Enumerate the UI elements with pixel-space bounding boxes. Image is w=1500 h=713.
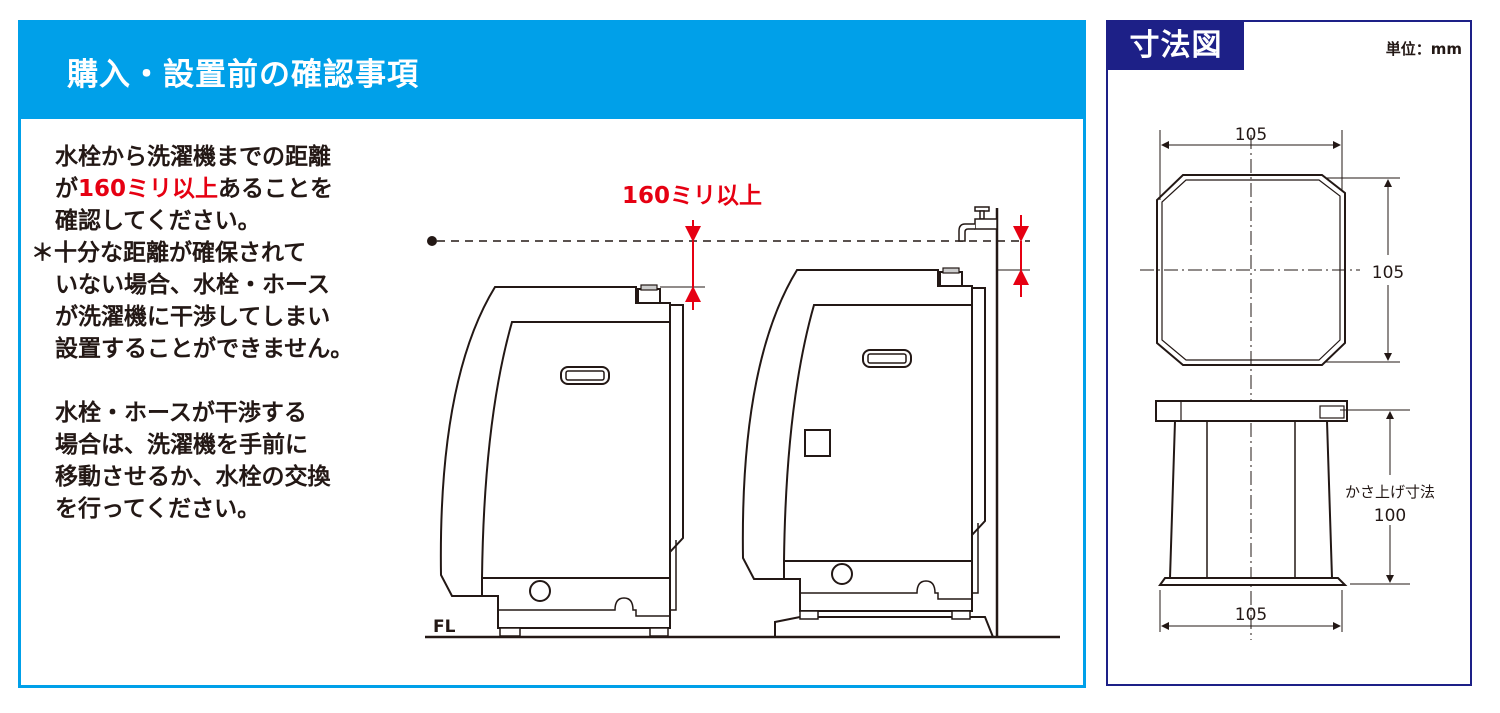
control-box <box>804 429 831 457</box>
stand-side-view <box>1155 400 1348 586</box>
faucet-icon <box>958 206 998 242</box>
text-line: 水栓・ホースが干渉する <box>55 400 307 426</box>
text-line: いない場合、水栓・ホース <box>55 272 330 298</box>
dimension-title: 寸法図 <box>1108 22 1244 70</box>
floor-label: FL <box>433 617 456 637</box>
instructions-text: 水栓から洗濯機までの距離 が160ミリ以上あることを 確認してください。 ＊十分… <box>31 141 354 557</box>
pre-install-checklist-panel: 購入・設置前の確認事項 水栓から洗濯機までの距離 が160ミリ以上あることを 確… <box>18 20 1086 688</box>
text-line: 確認してください。 <box>55 208 261 234</box>
washer-foot <box>799 610 819 620</box>
dimension-panel: 寸法図 単位：mm <box>1106 20 1472 686</box>
washer-foot <box>499 627 521 637</box>
text-line: 移動させるか、水栓の交換 <box>55 464 331 490</box>
text-line: を行ってください。 <box>55 496 261 522</box>
washer-foot <box>649 627 669 637</box>
bottom-width-value: 105 <box>1235 605 1267 625</box>
unit-label: 単位：mm <box>1385 40 1462 58</box>
clearance-paragraph: 水栓から洗濯機までの距離 が160ミリ以上あることを 確認してください。 ＊十分… <box>31 141 354 365</box>
text-fragment: あることを <box>218 176 334 202</box>
washer-on-stand <box>741 267 986 612</box>
text-line: が洗濯機に干渉してしまい <box>55 304 331 330</box>
washer-foot <box>951 610 971 620</box>
panel-header: 購入・設置前の確認事項 <box>21 23 1083 119</box>
interference-paragraph: 水栓・ホースが干渉する 場合は、洗濯機を手前に 移動させるか、水栓の交換 を行っ… <box>51 397 353 525</box>
panel-title: 購入・設置前の確認事項 <box>67 57 419 93</box>
clearance-label: 160ミリ以上 <box>622 183 762 209</box>
washer-on-floor <box>439 284 684 629</box>
text-line: 場合は、洗濯機を手前に <box>55 432 308 458</box>
text-line: が160ミリ以上あることを <box>51 173 353 205</box>
text-line: ＊十分な距離が確保されて <box>31 240 307 266</box>
top-depth-value: 105 <box>1372 263 1404 283</box>
raise-label: かさ上げ寸法 <box>1345 483 1435 501</box>
reference-dot <box>427 236 437 246</box>
stand-top-view <box>1156 174 1346 366</box>
text-line: 設置することができません。 <box>55 336 354 362</box>
text-line: 水栓から洗濯機までの距離 <box>55 144 331 170</box>
clearance-highlight: 160ミリ以上 <box>78 176 219 202</box>
riser-stand <box>774 616 994 638</box>
raise-value: 100 <box>1374 506 1406 526</box>
text-fragment: が <box>55 176 78 202</box>
top-width-value: 105 <box>1235 125 1267 145</box>
